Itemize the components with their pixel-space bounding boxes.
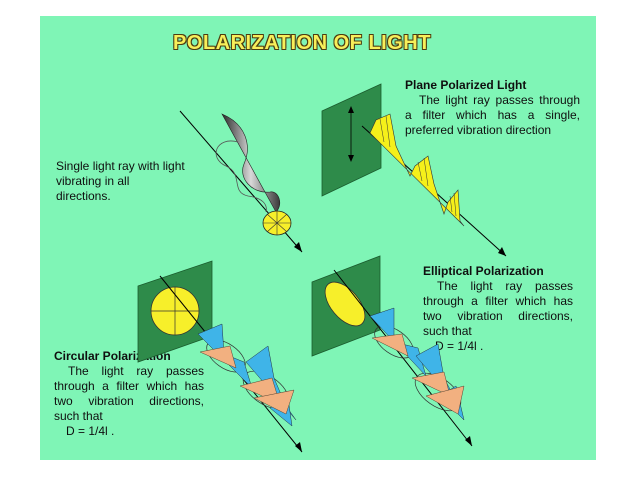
unpolarized-ray-diagram [180,111,302,252]
circular-polarization-diagram [138,261,302,452]
polarization-illustrations [40,16,596,460]
orange-wave [372,334,408,356]
yellow-plane-wave [370,114,464,226]
plane-polarized-diagram [322,84,506,256]
slide-background: POLARIZATION OF LIGHT Single light ray w… [40,16,596,460]
plane-filter [322,84,381,196]
elliptical-polarization-diagram [312,256,472,446]
grey-spiral-wave [222,114,280,212]
